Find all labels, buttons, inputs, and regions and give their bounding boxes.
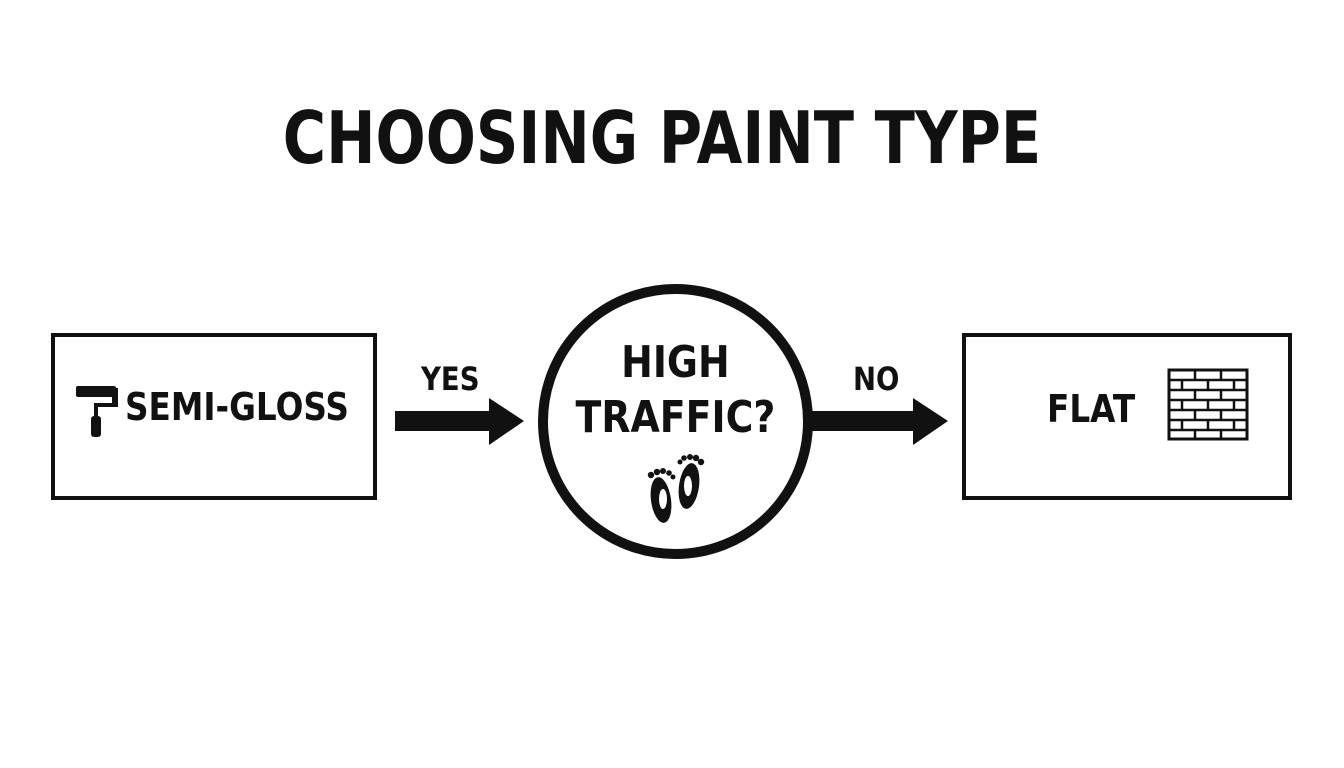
semi-gloss-label: SEMI-GLOSS — [125, 385, 349, 429]
decision-question-line1: HIGH — [621, 337, 730, 388]
flat-label: FLAT — [1047, 387, 1136, 431]
semi-gloss-box — [51, 333, 377, 500]
no-edge-label: NO — [853, 360, 900, 398]
no-arrow — [810, 398, 948, 445]
yes-edge-label: YES — [421, 360, 480, 398]
flat-box — [962, 333, 1292, 500]
yes-arrow — [395, 398, 524, 445]
decision-question-line2: TRAFFIC? — [575, 392, 776, 443]
diagram-title: CHOOSING PAINT TYPE — [282, 96, 1042, 180]
decision-circle — [538, 284, 813, 559]
